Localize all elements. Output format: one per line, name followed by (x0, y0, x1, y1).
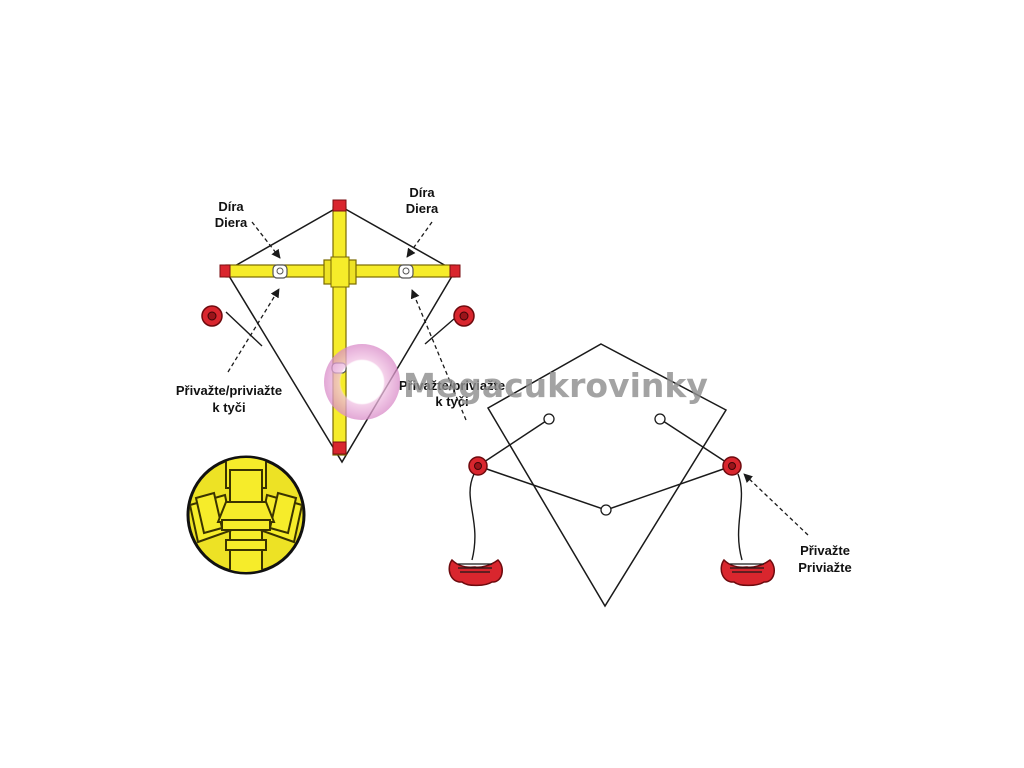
label-hole-left-2: Diera (215, 215, 248, 230)
label-hole-right-1: Díra (409, 185, 435, 200)
red-ring-icon (468, 456, 488, 476)
hole-ring-icon (654, 413, 666, 425)
red-cap-right (449, 264, 461, 278)
red-cap-top (332, 199, 347, 212)
arrow-hole-left (251, 221, 281, 259)
left-kite: Díra Diera Díra Diera Přivažte/priviažte… (176, 185, 505, 464)
label-tie-handle-1: Přivažte (800, 543, 850, 558)
red-handle-icon (720, 558, 775, 587)
arrow-tie-left (227, 288, 280, 373)
flying-line-left (469, 473, 476, 561)
red-ring-icon (201, 305, 223, 327)
hole-ring-icon (398, 264, 414, 279)
label-hole-left-1: Díra (218, 199, 244, 214)
hole-ring-icon (543, 413, 555, 425)
red-ring-icon (453, 305, 475, 327)
flying-line-right (737, 473, 743, 561)
arrow-hole-right (406, 221, 433, 258)
hub-detail-zoom (186, 455, 306, 575)
hole-ring-icon (272, 264, 288, 279)
kite-outline (224, 205, 457, 464)
watermark: Megacukrovinky (324, 344, 708, 420)
arrow-tie-right (410, 289, 467, 421)
hole-ring-icon (600, 504, 612, 516)
label-hole-right-2: Diera (406, 201, 439, 216)
label-tie-right-1: Přivažte/priviažte (399, 378, 505, 393)
label-tie-left-1: Přivažte/priviažte (176, 383, 282, 398)
right-kite: Přivažte Priviažte (448, 343, 852, 608)
red-handle-icon (448, 558, 503, 587)
label-tie-left-2: k tyči (212, 400, 245, 415)
arrow-tie-handle (743, 473, 809, 536)
vertical-spar (332, 206, 347, 456)
kite-outline (486, 343, 728, 608)
label-tie-handle-2: Priviažte (798, 560, 851, 575)
red-cap-bottom (332, 441, 347, 455)
red-ring-icon (722, 456, 742, 476)
label-tie-right-2: k tyči (435, 394, 468, 409)
red-cap-left (219, 264, 231, 278)
watermark-text: Megacukrovinky (403, 366, 708, 405)
bridle-line-left (225, 311, 263, 347)
